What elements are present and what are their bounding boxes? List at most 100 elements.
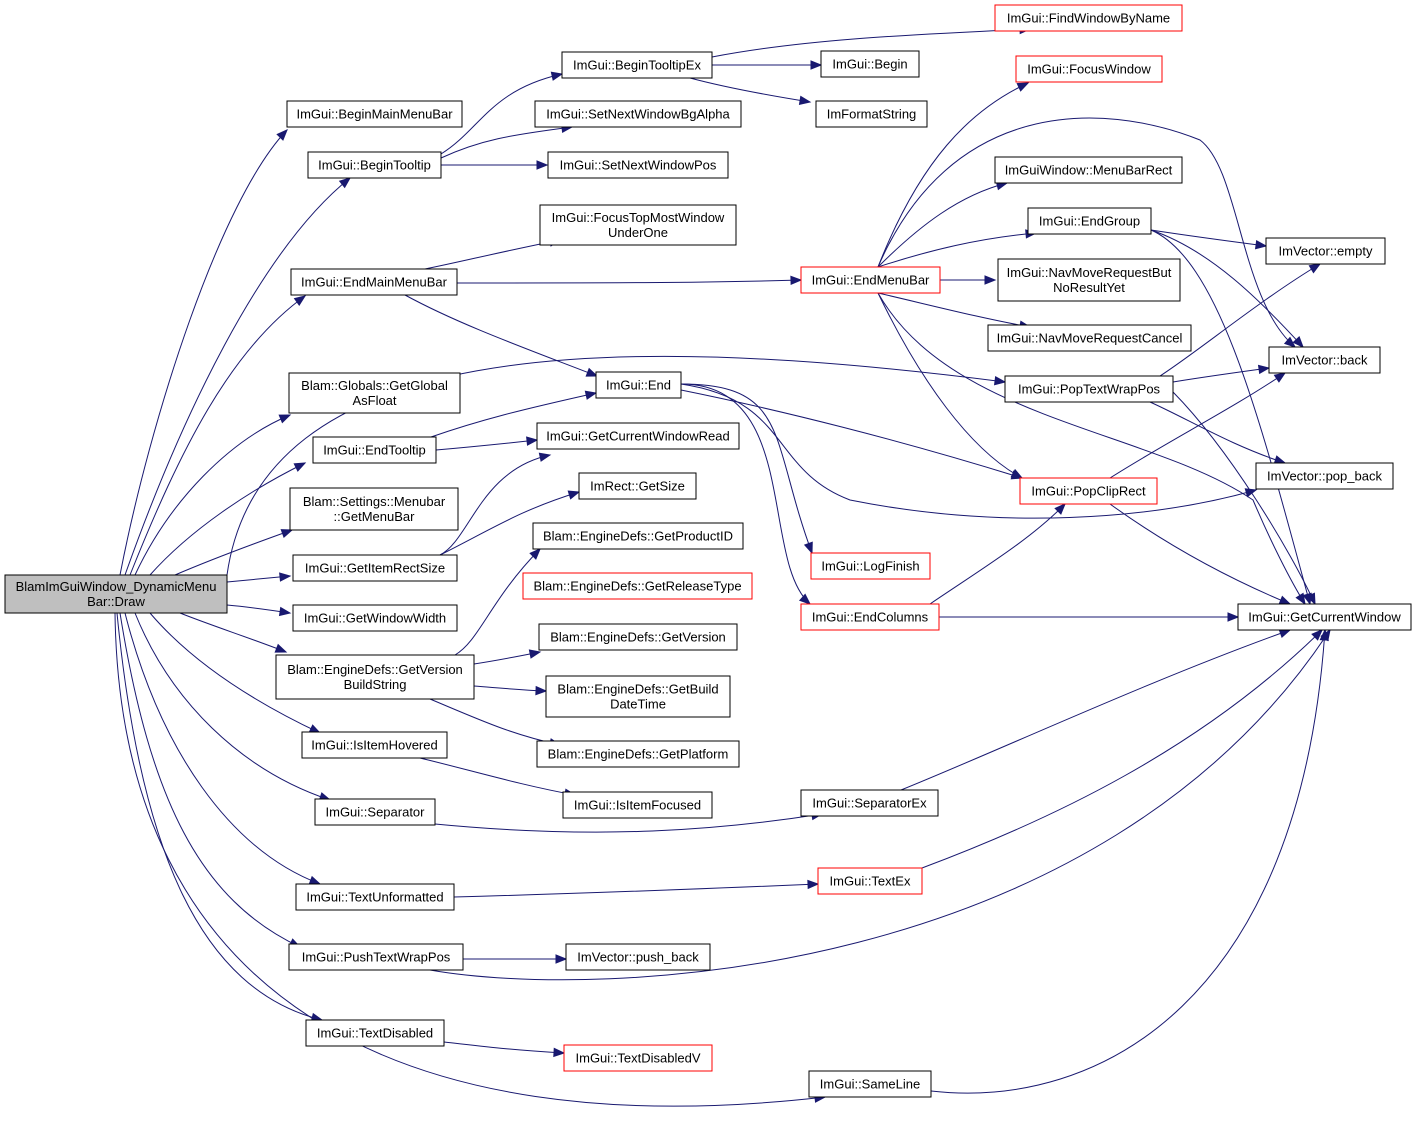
graph-node-end[interactable]: ImGui::End xyxy=(595,371,682,399)
graph-node-im-format-string[interactable]: ImFormatString xyxy=(815,100,928,128)
call-edge xyxy=(1149,401,1287,465)
graph-node-push-text-wrap-pos[interactable]: ImGui::PushTextWrapPos xyxy=(288,943,464,971)
node-label: ImGuiWindow::MenuBarRect xyxy=(1005,163,1173,178)
graph-node-begin[interactable]: ImGui::Begin xyxy=(820,50,920,78)
node-label: ImGui::FindWindowByName xyxy=(1007,11,1170,26)
graph-node-vec-pop-back[interactable]: ImVector::pop_back xyxy=(1255,462,1394,490)
graph-node-get-current-window-read[interactable]: ImGui::GetCurrentWindowRead xyxy=(536,422,740,450)
graph-node-separator[interactable]: ImGui::Separator xyxy=(314,798,436,826)
call-edge-line xyxy=(473,685,547,692)
graph-node-is-item-focused[interactable]: ImGui::IsItemFocused xyxy=(562,791,713,819)
call-edge-line xyxy=(877,117,1296,348)
graph-node-log-finish[interactable]: ImGui::LogFinish xyxy=(810,552,931,580)
call-edge-line xyxy=(429,698,561,746)
graph-node-text-ex[interactable]: ImGui::TextEx xyxy=(817,867,923,895)
call-edge xyxy=(1172,364,1271,383)
call-edge-line xyxy=(453,883,819,898)
graph-node-end-tooltip[interactable]: ImGui::EndTooltip xyxy=(312,436,437,464)
graph-node-focus-window[interactable]: ImGui::FocusWindow xyxy=(1015,55,1163,83)
node-box xyxy=(1015,55,1163,83)
graph-node-find-window-by-name[interactable]: ImGui::FindWindowByName xyxy=(994,4,1183,32)
graph-node-end-group[interactable]: ImGui::EndGroup xyxy=(1027,207,1152,235)
node-label: ::GetMenuBar xyxy=(334,509,416,524)
call-edge xyxy=(404,294,599,377)
graph-node-get-item-rect-size[interactable]: ImGui::GetItemRectSize xyxy=(292,554,458,582)
node-label: Blam::Globals::GetGlobal xyxy=(301,378,448,393)
arrowhead xyxy=(1295,592,1306,606)
node-box xyxy=(1237,603,1412,631)
graph-node-rect-get-size[interactable]: ImRect::GetSize xyxy=(578,472,697,500)
call-edge-line xyxy=(900,629,1291,791)
node-label: ImGui::End xyxy=(606,378,671,393)
call-edge-line xyxy=(877,182,1008,268)
graph-node-get-product-id[interactable]: Blam::EngineDefs::GetProductID xyxy=(532,522,744,550)
graph-node-set-next-window-bg-alpha[interactable]: ImGui::SetNextWindowBgAlpha xyxy=(534,100,742,128)
graph-node-pop-text-wrap-pos[interactable]: ImGui::PopTextWrapPos xyxy=(1004,375,1174,403)
arrowhead xyxy=(1278,629,1292,638)
node-label: ImGui::TextDisabled xyxy=(317,1026,433,1041)
call-edge xyxy=(435,436,539,451)
graph-node-vec-empty[interactable]: ImVector::empty xyxy=(1265,237,1386,265)
node-label: UnderOne xyxy=(608,225,668,240)
node-label: Blam::EngineDefs::GetVersion xyxy=(287,662,463,677)
graph-node-same-line[interactable]: ImGui::SameLine xyxy=(808,1070,932,1098)
graph-node-end-columns[interactable]: ImGui::EndColumns xyxy=(800,603,940,631)
graph-node-set-next-window-pos[interactable]: ImGui::SetNextWindowPos xyxy=(547,151,729,179)
node-label: ImGui::PushTextWrapPos xyxy=(302,950,451,965)
graph-node-pop-clip-rect[interactable]: ImGui::PopClipRect xyxy=(1019,477,1158,505)
node-label: ImGui::TextDisabledV xyxy=(576,1051,701,1066)
call-edge-line xyxy=(119,129,288,576)
node-label: DateTime xyxy=(610,697,666,712)
graph-node-end-menu-bar[interactable]: ImGui::EndMenuBar xyxy=(800,266,941,294)
graph-node-get-version[interactable]: Blam::EngineDefs::GetVersion xyxy=(538,623,738,651)
call-edge xyxy=(1150,229,1304,348)
arrowhead xyxy=(293,462,307,472)
call-edge-line xyxy=(440,73,563,155)
node-box xyxy=(536,422,740,450)
graph-node-text-disabled[interactable]: ImGui::TextDisabled xyxy=(305,1019,445,1047)
graph-node-end-main-menu-bar[interactable]: ImGui::EndMainMenuBar xyxy=(290,268,458,296)
graph-node-is-item-hovered[interactable]: ImGui::IsItemHovered xyxy=(301,731,448,759)
node-box xyxy=(1268,346,1381,374)
call-edge-line xyxy=(680,389,1023,479)
call-edge-line xyxy=(680,383,813,554)
node-box xyxy=(808,1070,932,1098)
node-box xyxy=(987,324,1192,352)
graph-node-get-window-width[interactable]: ImGui::GetWindowWidth xyxy=(292,604,458,632)
graph-node-text-unformatted[interactable]: ImGui::TextUnformatted xyxy=(295,883,455,911)
call-edge-line xyxy=(116,612,323,1021)
call-edge xyxy=(877,117,1297,348)
call-edge xyxy=(1159,263,1322,377)
node-box xyxy=(314,798,436,826)
graph-node-push-back[interactable]: ImVector::push_back xyxy=(565,943,711,971)
arrowhead xyxy=(1273,372,1287,383)
graph-node-begin-tooltip[interactable]: ImGui::BeginTooltip xyxy=(307,151,442,179)
node-label: ImGui::SetNextWindowPos xyxy=(560,158,717,173)
graph-node-vec-back[interactable]: ImVector::back xyxy=(1268,346,1381,374)
graph-node-begin-main-menu-bar[interactable]: ImGui::BeginMainMenuBar xyxy=(286,100,463,128)
graph-node-menu-bar-rect[interactable]: ImGuiWindow::MenuBarRect xyxy=(994,156,1183,184)
call-edge xyxy=(473,685,548,696)
arrowhead xyxy=(1227,612,1240,622)
graph-node-get-menu-bar[interactable]: Blam::Settings::Menubar::GetMenuBar xyxy=(289,487,459,531)
graph-node-text-disabled-v[interactable]: ImGui::TextDisabledV xyxy=(563,1044,713,1072)
arrowhead xyxy=(274,643,288,653)
arrowhead xyxy=(1308,263,1322,274)
call-edge-line xyxy=(434,813,823,833)
graph-node-get-release-type[interactable]: Blam::EngineDefs::GetReleaseType xyxy=(522,572,753,600)
arrowhead xyxy=(1016,82,1030,92)
graph-node-get-platform[interactable]: Blam::EngineDefs::GetPlatform xyxy=(536,740,740,768)
graph-node-get-current-window[interactable]: ImGui::GetCurrentWindow xyxy=(1237,603,1412,631)
call-edge-line xyxy=(124,177,351,576)
arrowhead xyxy=(807,879,820,890)
graph-node-begin-tooltip-ex[interactable]: ImGui::BeginTooltipEx xyxy=(561,51,713,79)
graph-node-separator-ex[interactable]: ImGui::SeparatorEx xyxy=(800,789,939,817)
graph-node-nav-move-request-cancel[interactable]: ImGui::NavMoveRequestCancel xyxy=(987,324,1192,352)
